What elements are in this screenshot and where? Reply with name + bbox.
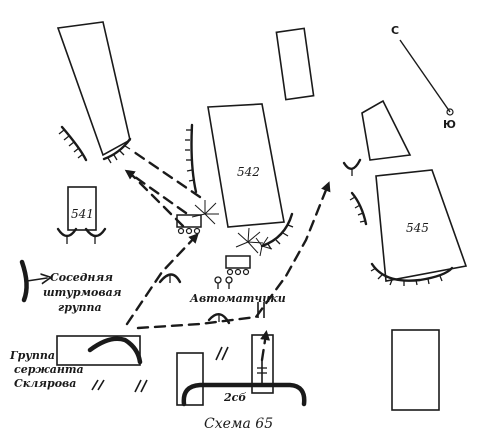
explosion-icon-1 — [191, 200, 219, 225]
trench-top-left-2 — [102, 137, 132, 164]
trench-545-west — [349, 191, 368, 226]
building-545 — [375, 169, 468, 282]
route-to-top-left — [124, 169, 188, 215]
building-top-center — [275, 27, 315, 101]
battalion-line — [181, 382, 307, 407]
route-from-542-to-trench — [132, 150, 202, 199]
building-542 — [207, 103, 285, 228]
compass-north-label: С — [391, 24, 399, 37]
building-542-label: 542 — [237, 165, 260, 179]
route-541-diagonal — [130, 173, 185, 228]
explosion-icon-3 — [255, 236, 273, 257]
trench-541-right — [84, 227, 107, 244]
submachine-gunners-icon — [214, 276, 233, 289]
explosion-icon-2 — [235, 227, 264, 254]
building-541-label: 541 — [71, 207, 94, 221]
neighbor-group-label-3: группа — [58, 301, 102, 314]
infantry-group-icon-mid-1 — [158, 273, 182, 284]
trench-541-left — [56, 227, 78, 244]
obstacle-marks — [91, 302, 265, 393]
trench-top-left — [58, 125, 88, 162]
sklyarov-group-label-1: Группа — [9, 349, 55, 362]
compass-south-label: Ю — [443, 118, 456, 131]
building-545-label: 545 — [406, 221, 429, 235]
infantry-group-icon-mid-2 — [207, 313, 231, 325]
building-top-right — [361, 99, 412, 161]
compass-icon: С Ю — [391, 24, 456, 131]
building-bottom-mid — [176, 352, 204, 406]
battalion-label: 2сб — [223, 391, 246, 404]
infantry-group-icon-top-right — [342, 158, 362, 176]
route-to-right — [136, 181, 331, 330]
scheme-caption: Схема 65 — [204, 416, 273, 432]
sklyarov-group-label-3: Склярова — [14, 377, 76, 390]
trench-542-west — [185, 123, 198, 194]
sklyarov-group-label-2: сержанта — [14, 363, 84, 376]
neighbor-group-label-2: штурмовая — [43, 286, 122, 299]
route-main-to-542 — [125, 233, 199, 326]
submachine-gunners-label: Автоматчики — [189, 292, 286, 305]
neighbor-group-symbol — [19, 259, 47, 303]
tank-icon-1 — [176, 214, 202, 235]
building-bottom-right — [391, 329, 440, 411]
sklyarov-group-line — [87, 336, 143, 365]
building-541 — [67, 186, 97, 231]
tank-icon-2 — [225, 255, 251, 276]
neighbor-group-label-1: Соседняя — [50, 271, 113, 284]
trench-545-south — [370, 262, 454, 286]
battalion-marker — [257, 330, 271, 386]
